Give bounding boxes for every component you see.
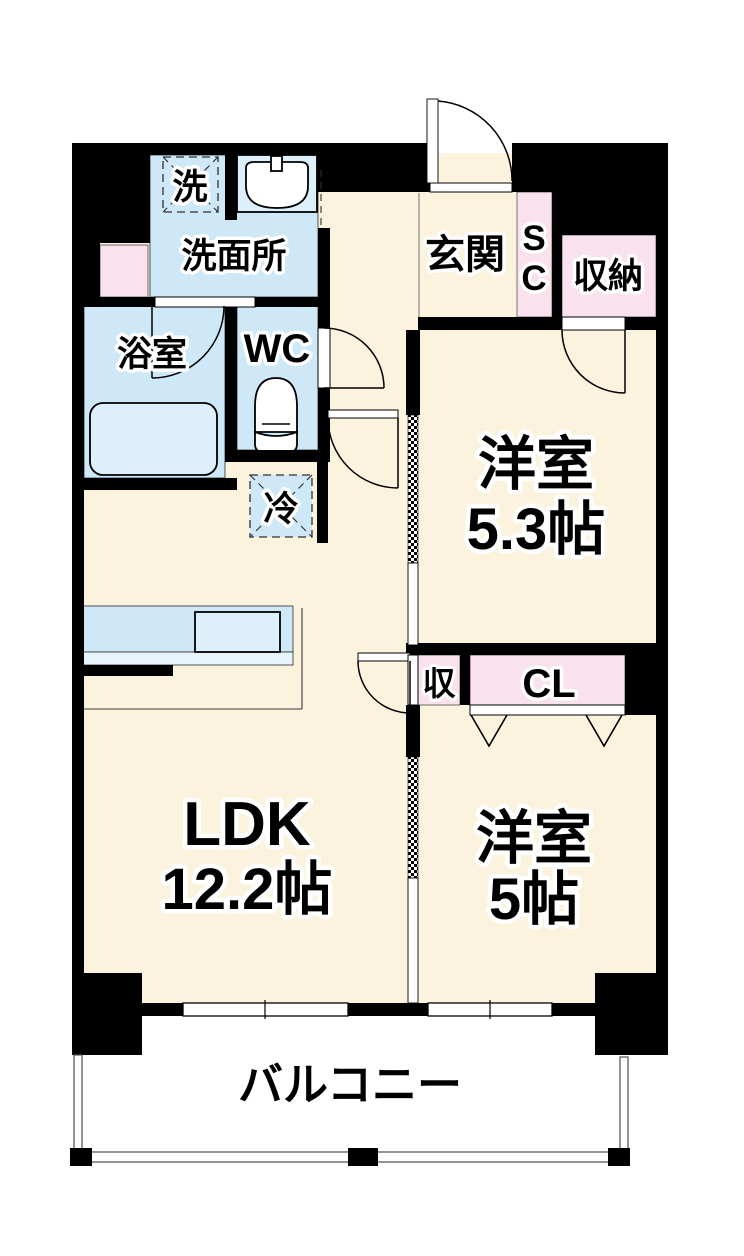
wall-segment xyxy=(72,297,84,973)
wall-segment xyxy=(406,643,656,655)
bathtub-icon xyxy=(89,402,218,476)
western-room-2-size: 5帖 xyxy=(489,867,579,932)
kitchen-base-bar xyxy=(82,665,173,676)
windows xyxy=(182,1000,553,1019)
wall-segment xyxy=(406,330,420,415)
entrance-door-sill xyxy=(429,182,513,193)
sliding-door-panel xyxy=(407,562,419,646)
wall-segment xyxy=(656,235,668,973)
appliance-boxes xyxy=(162,156,313,538)
wall-segment xyxy=(72,478,237,490)
fridge-cross xyxy=(249,474,313,538)
wall-segment xyxy=(142,1003,183,1016)
shoe-closet-label-top: S xyxy=(522,219,545,258)
balcony-post xyxy=(608,1148,630,1166)
door-sills xyxy=(154,182,626,716)
entrance-door-arc xyxy=(437,100,513,182)
wall-segment xyxy=(418,317,562,330)
ldk-door-arc xyxy=(357,660,411,714)
vanity-sink-icon xyxy=(245,161,309,209)
sliding-door-rail xyxy=(407,414,419,564)
wall-segment xyxy=(552,143,668,235)
sliding-doors xyxy=(407,414,419,1004)
wall-segment xyxy=(72,243,100,297)
faucet-icon xyxy=(270,155,283,172)
balcony-railing xyxy=(70,1054,630,1166)
sliding-door-rail xyxy=(407,756,419,879)
pipe-space xyxy=(99,244,149,298)
washroom-label: 洗面所 xyxy=(181,237,286,276)
fridge-label: 冷 xyxy=(263,490,298,529)
wall-segment xyxy=(460,655,470,705)
balcony-rail-left xyxy=(73,1054,83,1156)
balcony-post xyxy=(70,1148,92,1166)
wall-segment xyxy=(552,1003,595,1016)
fixtures xyxy=(89,154,318,476)
entrance-door-leaf xyxy=(426,98,439,184)
entrance-label: 玄関 xyxy=(425,233,505,277)
wall-segment xyxy=(72,143,150,243)
hall-door-sill xyxy=(327,409,399,419)
closet-label: CL xyxy=(522,662,575,706)
toilet-door-sill xyxy=(317,327,331,389)
shoe-closet-label-bottom: C xyxy=(521,259,546,298)
fridge-cross xyxy=(249,474,313,538)
ldk-door-sill xyxy=(357,652,411,662)
wall-segment xyxy=(512,143,552,192)
closet-areas xyxy=(99,191,657,706)
kitchen xyxy=(81,605,303,710)
balcony-post xyxy=(348,1148,378,1166)
closet-door-sill xyxy=(469,704,626,716)
washing-machine-cross xyxy=(162,156,219,213)
wall-segment xyxy=(225,143,237,220)
wall-segment xyxy=(348,1003,428,1016)
toilet-bowl-icon xyxy=(254,377,298,433)
wall-segment xyxy=(317,143,430,192)
folding-door-mark xyxy=(470,714,508,748)
wall-segment xyxy=(625,645,656,715)
ldk-size: 12.2帖 xyxy=(162,857,333,922)
wall-segment xyxy=(84,297,155,307)
wall-segment xyxy=(406,705,420,757)
laundry-label: 洗 xyxy=(172,168,207,207)
bathroom-label: 浴室 xyxy=(117,334,187,374)
wall-segment xyxy=(317,457,328,543)
wall-segment xyxy=(233,450,330,462)
balcony-rail-right xyxy=(619,1056,629,1156)
walls xyxy=(72,143,668,1055)
sliding-door-panel xyxy=(407,877,419,1004)
storage-door-sill xyxy=(561,316,626,331)
wall-segment xyxy=(318,388,330,450)
kitchen-counter-edge xyxy=(81,651,294,666)
storage-small-opening xyxy=(407,654,419,706)
storage-door-arc xyxy=(561,329,626,394)
western-room-1-label: 洋室 xyxy=(478,432,594,497)
folding-door-mark xyxy=(585,714,623,748)
kitchen-sink xyxy=(194,611,281,653)
wall-segment xyxy=(552,235,562,317)
toilet-label: WC xyxy=(244,327,311,371)
bathroom-door-sill xyxy=(154,296,256,308)
corner-pillar xyxy=(72,973,142,1055)
room-labels: 洗 洗面所 浴室 WC 玄関 S C 収納 洋室 5.3帖 冷 LDK 12.2… xyxy=(113,165,646,1115)
western-room-2-label: 洋室 xyxy=(476,806,592,871)
bathroom-door-arc xyxy=(151,305,225,379)
wall-segment xyxy=(255,297,330,307)
guide-lines xyxy=(320,170,518,317)
wall-segment xyxy=(318,228,330,328)
hall-door-arc xyxy=(327,417,399,489)
swing-doors xyxy=(151,98,626,714)
folding-door-marks xyxy=(470,714,623,748)
storage-small-label: 収 xyxy=(423,665,457,702)
corner-pillar xyxy=(595,973,668,1055)
western-room-1-size: 5.3帖 xyxy=(467,497,606,562)
wall-segment xyxy=(625,317,656,330)
balcony-label: バルコニー xyxy=(238,1059,462,1110)
storage-label: 収納 xyxy=(573,257,643,296)
wall-segment xyxy=(225,305,237,462)
ldk-label: LDK xyxy=(183,790,311,859)
toilet-door-arc xyxy=(323,327,385,389)
